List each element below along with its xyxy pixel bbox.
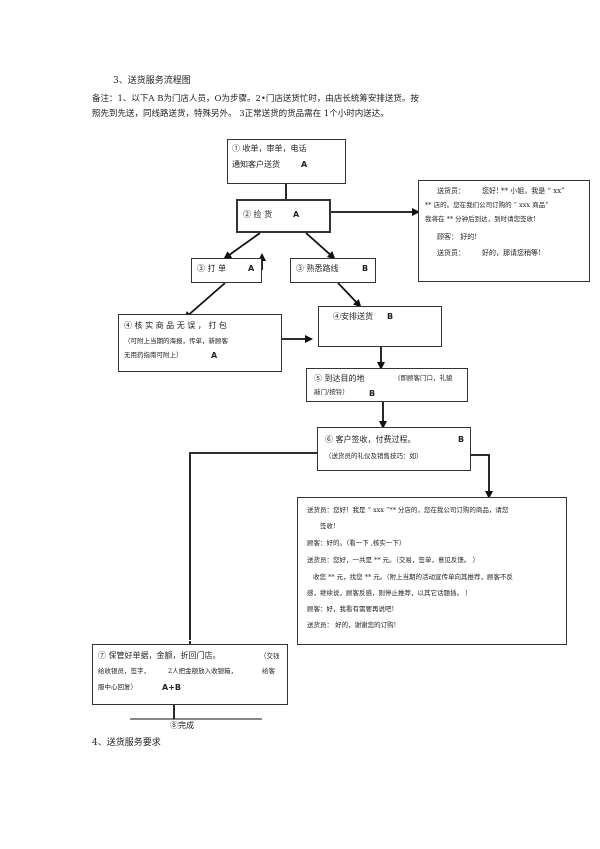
- step-7-box: [92, 644, 288, 705]
- step-2-text: ② 捡 货: [243, 210, 273, 219]
- step-2-box: [236, 199, 331, 233]
- step-7-text: ⑦ 保管好单据，金额，折回门店。: [98, 651, 221, 660]
- step-7-note-2: 给收银员，签字，: [98, 667, 150, 675]
- step-6-note: （送货员的礼仪及销售技巧：如）: [325, 452, 423, 460]
- step-3-text: ③ 打 单: [197, 264, 227, 273]
- step-1-text-2: 通知客户送货: [232, 160, 280, 169]
- section-title: 3、送货服务流程图: [113, 76, 191, 86]
- step-6-role: B: [458, 435, 465, 444]
- step-4b-box: [318, 306, 442, 347]
- step-3b-text: ③ 熟悉路线: [296, 264, 339, 273]
- dialog-2-line-7: 顾客：好，我看有需要再说吧!: [307, 605, 395, 613]
- step-5-role: B: [369, 389, 376, 398]
- step-5-note-1: (即顾客门口，礼貌: [398, 374, 453, 382]
- dialog-2-line-3: 顾客：好的。（看一下 ,核实一下）: [307, 539, 406, 547]
- dialog-2-line-2: 签收!: [320, 522, 336, 530]
- step-6-box: [317, 427, 471, 471]
- step-5-note-2: 敲门/按铃）: [314, 388, 349, 396]
- step-7-note-3: 服中心回复）: [98, 683, 137, 691]
- step-4b-role: B: [387, 312, 394, 321]
- step-6-text: ⑥ 客户签收，付费过程。: [325, 435, 416, 444]
- step-1-box: [227, 139, 346, 184]
- dialog-1-line-5: 好的，那请您稍等!: [482, 249, 541, 257]
- step-4-note-2: 无用药指南可附上）: [124, 351, 183, 359]
- step-3b-role: B: [362, 264, 369, 273]
- step-5-text: ⑤ 到达目的地: [314, 374, 365, 383]
- dialog-2-box: [297, 497, 567, 645]
- dialog-2-line-1: 送货员：您好！我是 “ xxx ”** 分店的，您在我公司订购的商品，请您: [307, 506, 509, 514]
- dialog-2-line-5: 收您 ** 元，找您 ** 元。（附上当期的活动宣传单向其推荐，顾客不反: [313, 573, 514, 581]
- step-3-role: A: [248, 264, 255, 273]
- step-1-role: A: [301, 160, 308, 169]
- step-3b-box: [290, 258, 376, 283]
- step-5-box: [306, 368, 468, 402]
- dialog-2-line-6: 感，继续说，顾客反感，则停止推荐，以其它话题插。 ）: [307, 589, 472, 597]
- dialog-1-speaker-1: 送货员：: [437, 187, 465, 195]
- dialog-2-line-8: 送货员： 好的，谢谢您的订购!: [307, 621, 397, 629]
- step-7-note-a: （交钱: [260, 652, 280, 660]
- notes-line-1: 备注：1、以下A B为门店人员，O为步骤。2•门店送货忙时，由店长统筹安排送货。…: [92, 94, 419, 104]
- step-1-text: ① 收单，审单，电话: [232, 144, 307, 153]
- notes-line-2: 照先到先送，同线路送货，特殊另外。 3正常送货的货品需在 1个小时内送达。: [92, 109, 389, 119]
- step-2-role: A: [293, 210, 300, 219]
- dialog-1-line-2: ** 店的。您在我们公司订购的 “ xxx 商品”: [425, 201, 549, 209]
- step-4-box: [118, 314, 282, 372]
- dialog-1-line-1: 您好! ** 小姐，我是 “ xx”: [482, 187, 565, 195]
- dialog-2-line-4: 送货员：您好，一共是 ** 元。（交易，签单，意见反馈。 ）: [307, 556, 479, 564]
- step-7-note-2c: 给客: [262, 667, 275, 675]
- step-8-text: ⑧完成: [170, 721, 194, 730]
- step-4-text: ④ 核 实 商 品 无 误 ， 打 包: [124, 321, 227, 330]
- dialog-1-box: [418, 180, 590, 282]
- step-4-note-1: （可附上当期的海报，传单，新顾客: [124, 337, 228, 345]
- dialog-1-line-3: 我将在 ** 分钟后到达，到时请您签收!: [425, 215, 536, 223]
- dialog-1-speaker-2: 送货员：: [437, 249, 465, 257]
- footer-title: 4、送货服务要求: [92, 738, 161, 748]
- step-3-box: [191, 258, 262, 283]
- step-7-role: A+B: [162, 683, 181, 692]
- step-4-role: A: [211, 351, 218, 360]
- step-7-note-2b: 2人把金额放入收银箱，: [168, 667, 238, 675]
- dialog-1-line-4: 顾客： 好的!: [437, 233, 478, 241]
- step-4b-text: ④安排送货: [333, 312, 373, 321]
